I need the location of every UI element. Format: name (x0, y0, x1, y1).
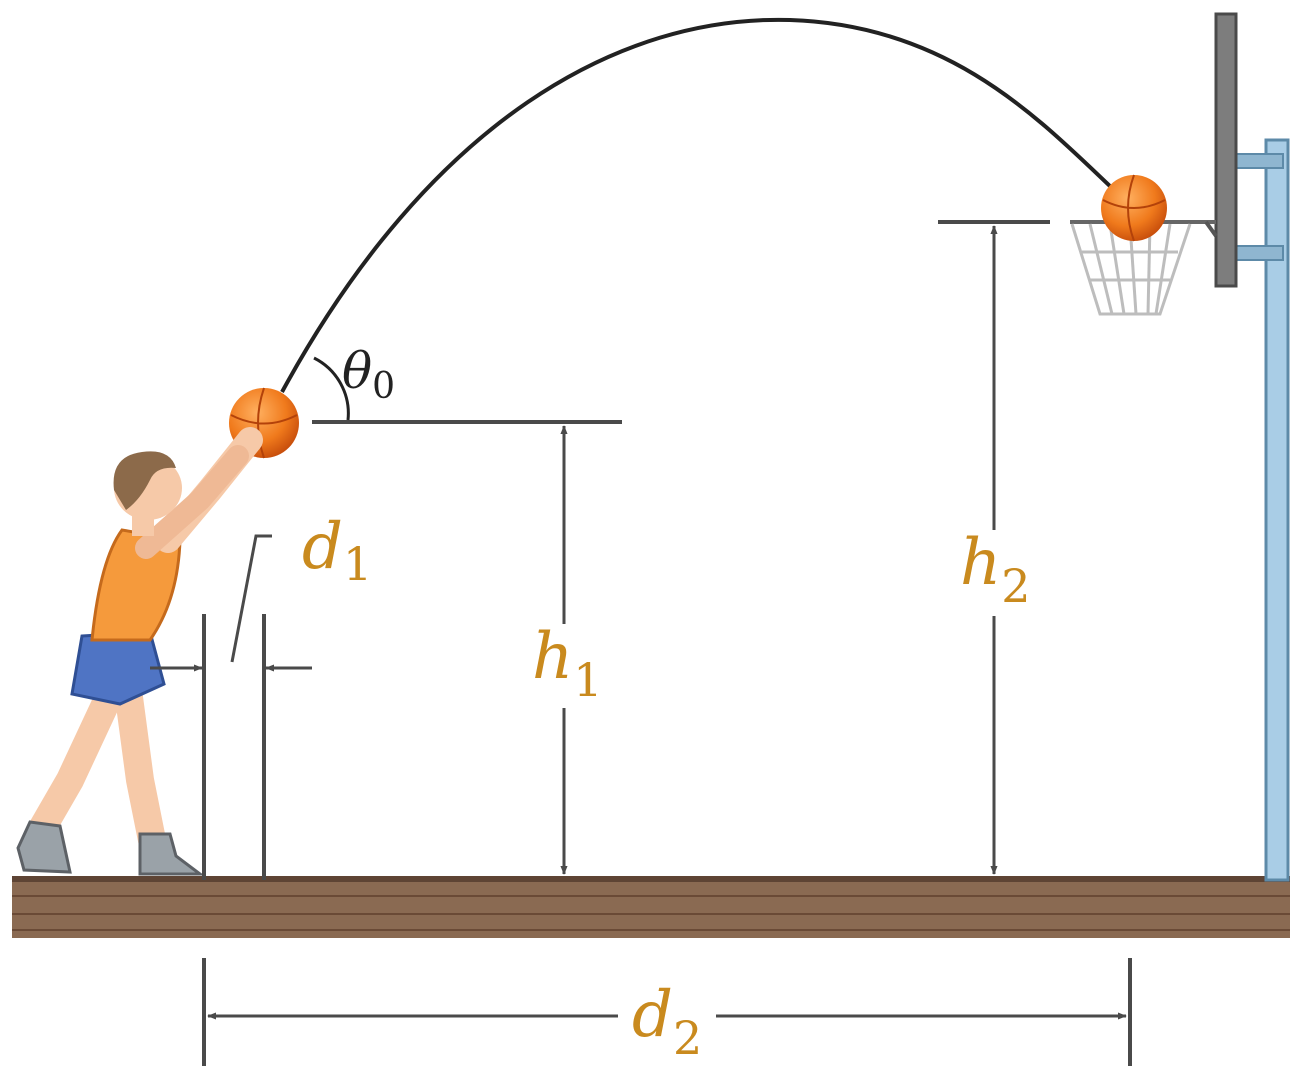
basketball-hoop-icon (1070, 12, 1290, 882)
d2-dimension (202, 958, 1132, 1066)
basketball-icon (1101, 174, 1167, 242)
d2-label: d2 (632, 978, 702, 1065)
h1-dimension (312, 420, 622, 875)
d1-label: d1 (302, 510, 372, 591)
h2-dimension (938, 220, 1050, 875)
h1-label: h1 (532, 620, 603, 707)
launch-angle-arc (313, 356, 350, 421)
theta0-label: θ0 (342, 342, 395, 407)
basketball-player-icon (16, 427, 263, 876)
floor (12, 876, 1290, 938)
h2-label: h2 (960, 526, 1031, 613)
trajectory-curve (280, 17, 1114, 393)
d1-dimension (150, 534, 312, 880)
